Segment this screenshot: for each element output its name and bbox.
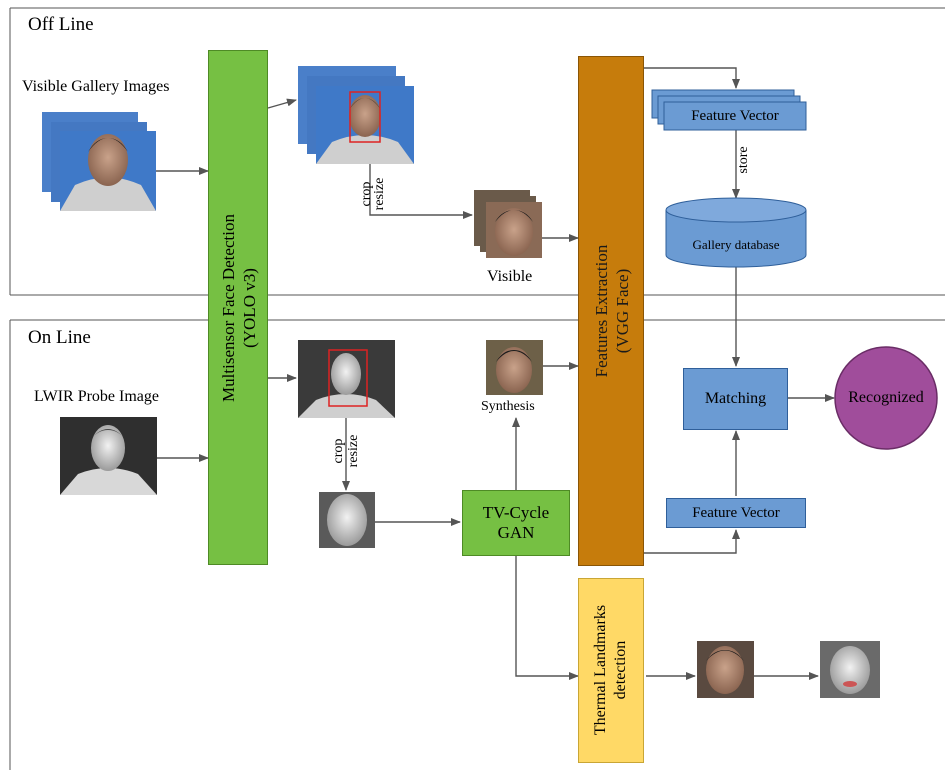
gallery-database xyxy=(665,197,807,268)
synthesis-caption: Synthesis xyxy=(481,399,535,414)
lwir-probe-image xyxy=(60,417,157,495)
connectors xyxy=(156,67,835,680)
resize-label-bottom: resize xyxy=(346,434,362,468)
detected-visible-images xyxy=(298,66,414,164)
visible-cropped-faces xyxy=(474,190,542,258)
online-title: On Line xyxy=(28,327,91,348)
store-label: store xyxy=(736,146,752,174)
lwir-probe-label: LWIR Probe Image xyxy=(34,388,159,405)
gallery-database-label: Gallery database xyxy=(692,237,780,252)
features-extraction-label: Features Extraction(VGG Face) xyxy=(591,244,632,378)
visible-caption: Visible xyxy=(487,268,533,285)
visible-gallery-label: Visible Gallery Images xyxy=(22,78,170,95)
synthesized-face xyxy=(486,340,543,395)
face-detection-label: Multisensor Face Detection(YOLO v3) xyxy=(218,214,259,402)
landmark-face-visible xyxy=(697,641,754,698)
thermal-detected-image xyxy=(298,340,395,418)
offline-title: Off Line xyxy=(28,14,94,35)
face-detection-block xyxy=(208,50,268,565)
feature-vector-top: Feature Vector xyxy=(691,107,779,124)
features-extraction-block xyxy=(578,56,644,566)
thermal-landmarks-block xyxy=(578,578,644,763)
thermal-cropped-face xyxy=(319,492,375,548)
resize-label-top: resize xyxy=(372,177,388,211)
visible-gallery-images xyxy=(42,112,156,211)
feature-vector-bottom: Feature Vector xyxy=(666,498,806,528)
matching-block: Matching xyxy=(683,368,788,430)
online-frame xyxy=(9,319,945,770)
recognized-label: Recognized xyxy=(848,389,924,406)
landmark-face-thermal xyxy=(820,641,880,698)
offline-frame xyxy=(9,7,945,296)
recognized-circle xyxy=(834,346,938,450)
feature-vector-stack xyxy=(651,89,807,131)
